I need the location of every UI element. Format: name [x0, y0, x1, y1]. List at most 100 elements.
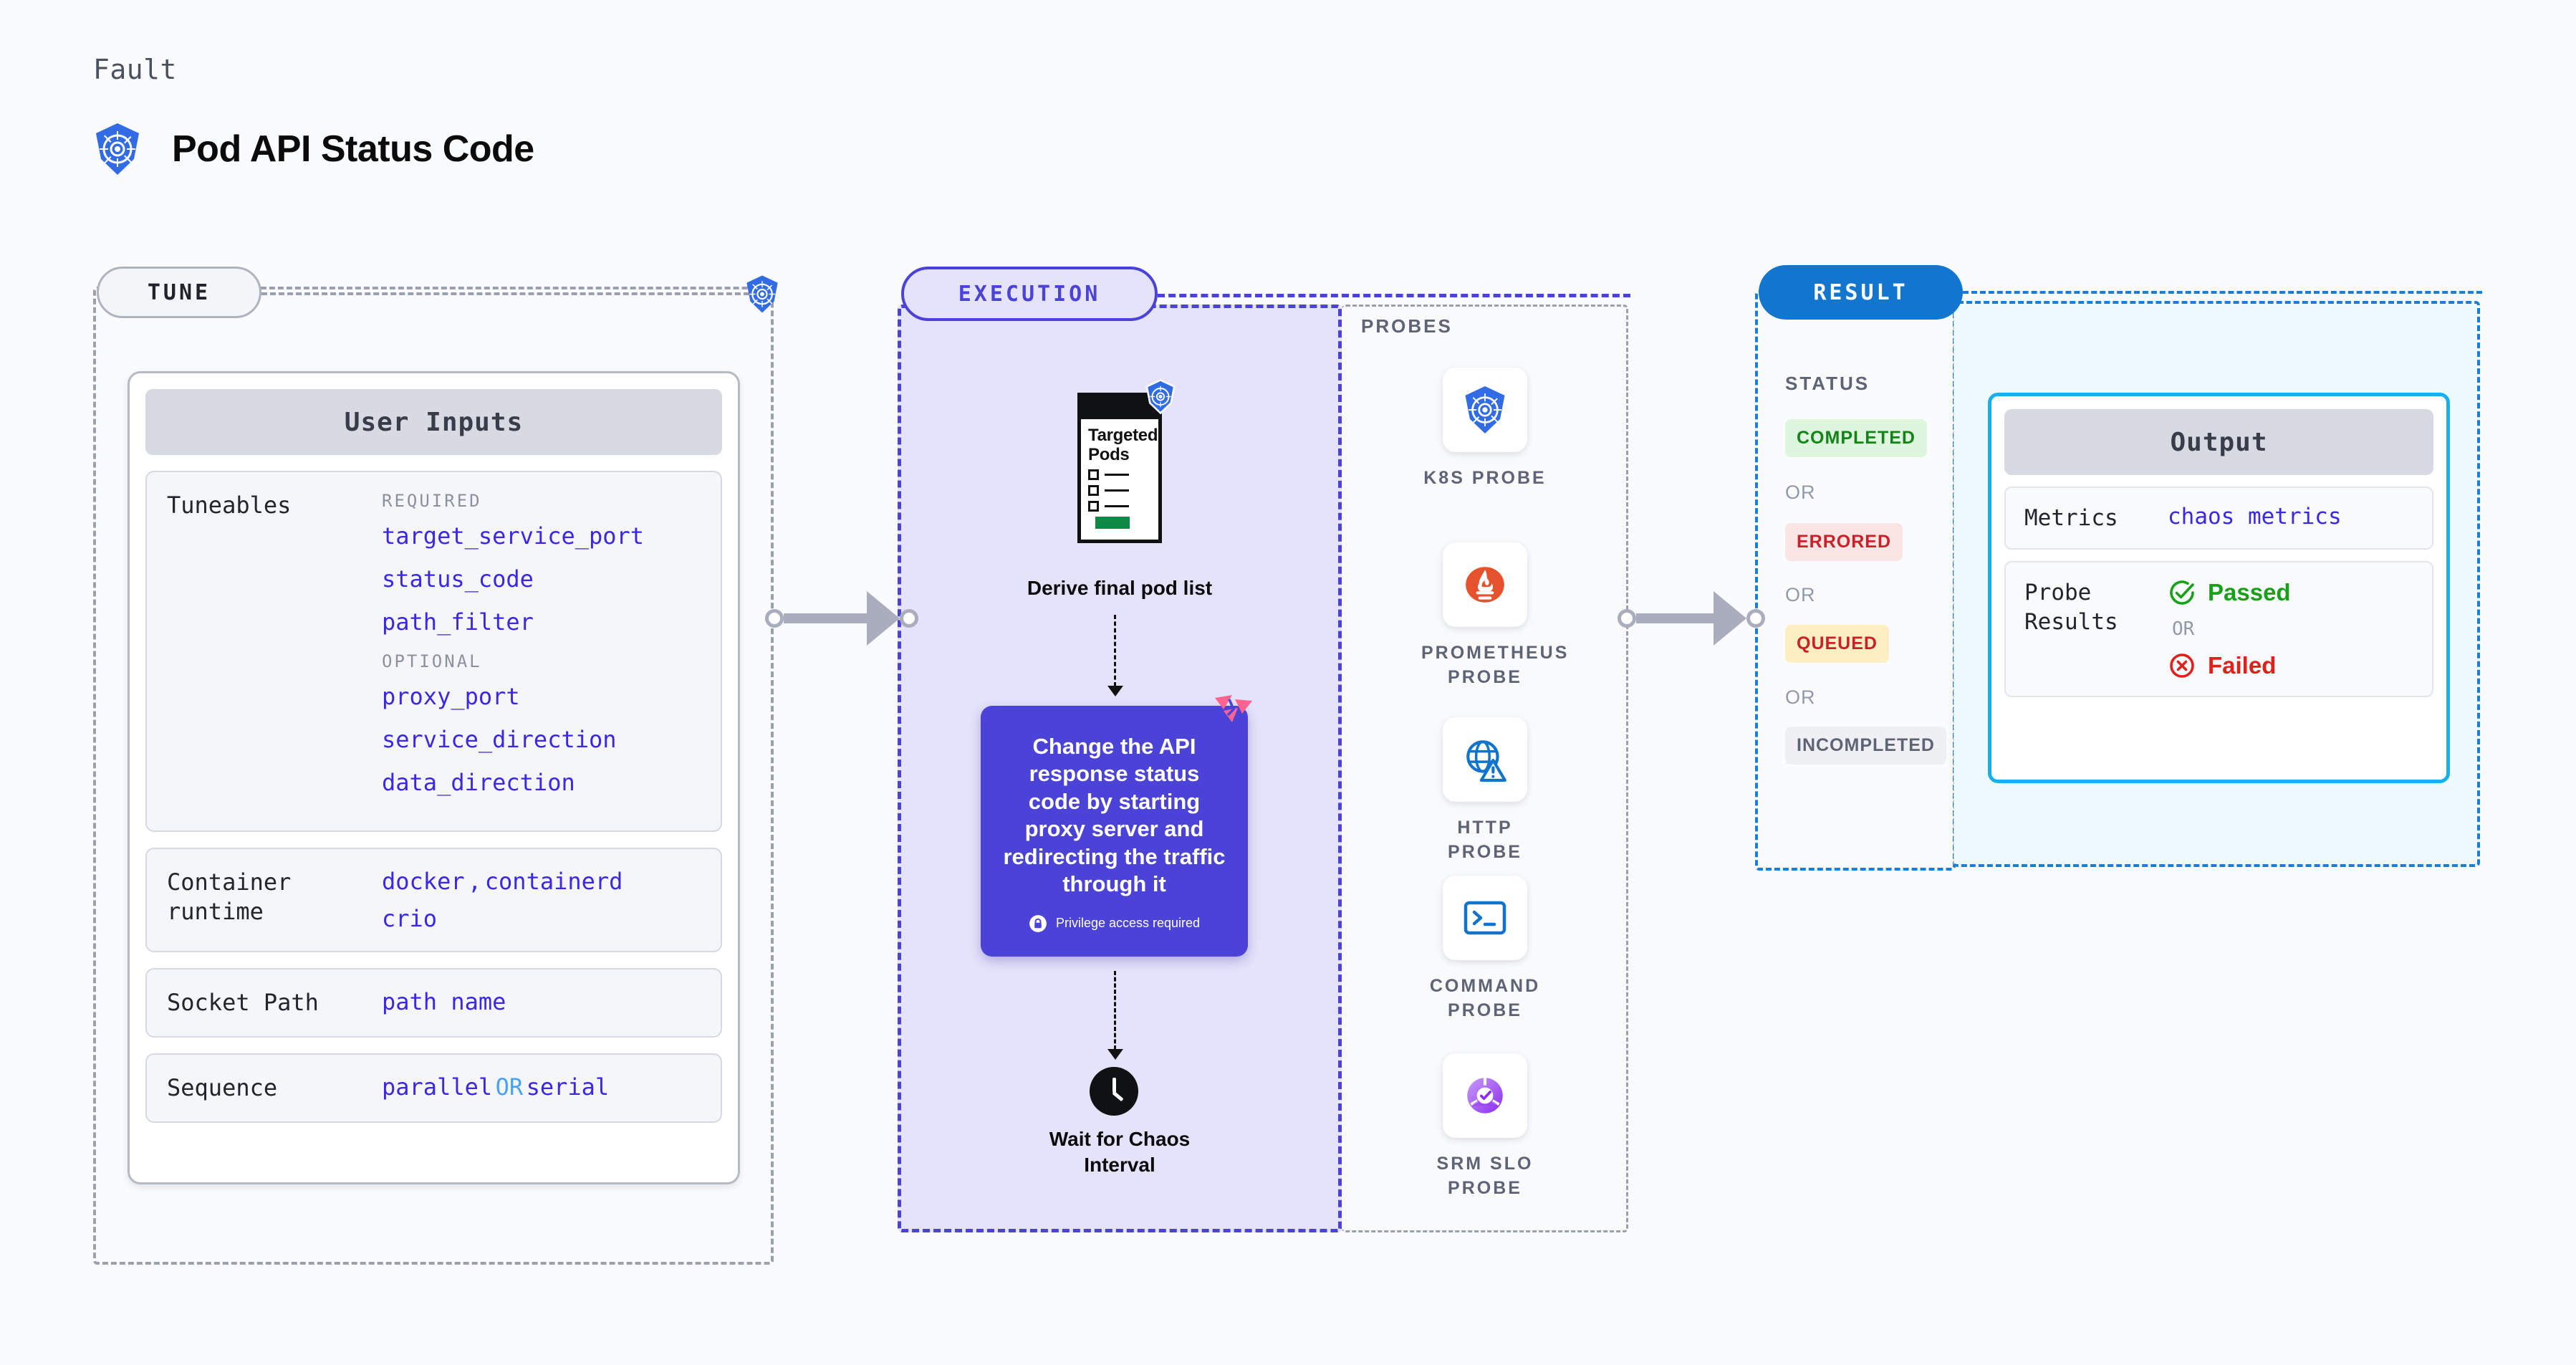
execution-to-result-arrow [1618, 591, 1765, 646]
connector-arrowhead [867, 591, 900, 646]
srm-slo-icon [1467, 1078, 1503, 1113]
kubernetes-badge-icon [744, 274, 781, 317]
runtime-containerd[interactable]: containerd [484, 868, 623, 895]
probe-label-line1: K8S PROBE [1423, 468, 1547, 488]
probe-tile [1443, 542, 1527, 627]
targeted-pods-document: Targeted Pods [1077, 393, 1162, 543]
tune-pill[interactable]: TUNE [97, 267, 261, 318]
connector-arrowhead [1714, 591, 1746, 646]
tuneables-row: Tuneables REQUIRED target_service_port s… [145, 471, 722, 832]
targeted-pods-title-line1: Targeted [1088, 426, 1158, 445]
status-badge-errored: ERRORED [1785, 523, 1903, 561]
runtime-separator: , [468, 868, 482, 895]
result-zone [1755, 290, 1956, 871]
probe-results-label: Probe Results [2024, 580, 2118, 635]
required-heading: REQUIRED [382, 491, 482, 511]
probe-label-line1: PROMETHEUS [1421, 643, 1570, 663]
probe-label-line2: PROBE [1448, 1177, 1522, 1198]
probe-srm-slo[interactable]: SRM SLO PROBE [1421, 1053, 1549, 1201]
document-header-bar [1081, 396, 1158, 419]
metrics-label: Metrics [2024, 505, 2118, 531]
derive-pod-list-caption: Derive final pod list [1027, 577, 1213, 599]
status-badge-completed: COMPLETED [1785, 419, 1927, 457]
probe-tile [1443, 1053, 1527, 1138]
harness-logo-icon [1213, 694, 1254, 733]
flow-connector-line [1114, 971, 1116, 1050]
probe-label-line2: PROBE [1448, 1000, 1522, 1020]
page-title: Pod API Status Code [172, 128, 534, 170]
or-separator: OR [1785, 584, 1816, 605]
flow-arrowhead [1107, 686, 1123, 696]
connector-end-dot [900, 609, 918, 628]
page-title-row: Pod API Status Code [92, 122, 534, 176]
tuneable-data-direction[interactable]: data_direction [382, 769, 575, 796]
action-card: Change the API response status code by s… [981, 706, 1248, 957]
or-separator: OR [2172, 618, 2195, 641]
sequence-serial[interactable]: serial [526, 1073, 610, 1101]
tune-leader-line [261, 292, 775, 295]
line-placeholder [1105, 473, 1129, 476]
tuneable-target-service-port[interactable]: target_service_port [382, 522, 645, 550]
privilege-note-label: Privilege access required [1055, 916, 1201, 931]
metrics-row: Metrics chaos metrics [2004, 487, 2433, 550]
kubernetes-icon [92, 122, 143, 176]
tune-to-execution-arrow [765, 591, 918, 646]
clock-icon [1090, 1067, 1138, 1116]
fault-eyebrow: Fault [93, 54, 177, 85]
result-leader-line [1963, 291, 2482, 294]
execution-pill[interactable]: EXECUTION [901, 267, 1158, 321]
probe-label-line1: SRM SLO [1436, 1154, 1534, 1174]
tuneable-path-filter[interactable]: path_filter [382, 608, 534, 636]
user-inputs-card: User Inputs Tuneables REQUIRED target_se… [128, 371, 740, 1184]
probe-prometheus[interactable]: PROMETHEUS PROBE [1421, 542, 1570, 690]
probe-k8s[interactable]: K8S PROBE [1421, 368, 1549, 491]
probe-label-line1: COMMAND [1429, 976, 1541, 996]
probe-label-line1: HTTP PROBE [1448, 818, 1522, 862]
result-pill[interactable]: RESULT [1759, 265, 1963, 320]
list-item [1088, 469, 1158, 480]
socket-path-label: Socket Path [167, 989, 319, 1016]
probe-http[interactable]: HTTP PROBE [1421, 717, 1549, 865]
sequence-or: OR [495, 1073, 524, 1101]
runtime-crio[interactable]: crio [382, 905, 438, 932]
list-item [1088, 484, 1158, 496]
user-inputs-title: User Inputs [145, 389, 722, 455]
targeted-pods-checklist [1081, 465, 1158, 529]
tuneable-service-direction[interactable]: service_direction [382, 726, 617, 753]
line-placeholder [1105, 504, 1129, 507]
or-separator: OR [1785, 482, 1816, 503]
metrics-value[interactable]: chaos metrics [2168, 504, 2342, 530]
probe-command[interactable]: COMMAND PROBE [1421, 876, 1549, 1023]
or-separator: OR [1785, 686, 1816, 708]
wait-chaos-interval-caption: Wait for Chaos Interval [898, 1126, 1342, 1179]
action-description: Change the API response status code by s… [1003, 734, 1226, 897]
output-card: Output Metrics chaos metrics Probe Resul… [1988, 393, 2450, 783]
sequence-parallel[interactable]: parallel [382, 1073, 493, 1101]
status-badge-incompleted: INCOMPLETED [1785, 727, 1946, 765]
socket-path-value[interactable]: path name [382, 988, 506, 1015]
probe-tile [1443, 368, 1527, 452]
checkbox-icon [1088, 469, 1099, 480]
checkbox-icon [1088, 484, 1099, 496]
connector-bar [1636, 613, 1715, 623]
probe-results-row: Probe Results Passed OR Failed [2004, 561, 2433, 698]
execution-leader-line [1158, 294, 1630, 297]
checkbox-icon [1088, 500, 1099, 512]
container-runtime-label: Container runtime [167, 868, 292, 925]
probe-tile [1443, 876, 1527, 960]
x-circle-icon [2170, 653, 2194, 679]
list-item [1088, 500, 1158, 512]
wait-caption-line2: Interval [1084, 1154, 1155, 1177]
optional-heading: OPTIONAL [382, 651, 482, 671]
probe-tile [1443, 717, 1527, 802]
probes-section-title: PROBES [1361, 315, 1453, 337]
connector-end-dot [1746, 609, 1765, 628]
tuneable-status-code[interactable]: status_code [382, 565, 534, 593]
connector-bar [784, 613, 868, 623]
runtime-docker[interactable]: docker [382, 868, 465, 895]
tuneable-proxy-port[interactable]: proxy_port [382, 683, 520, 710]
status-badge-queued: QUEUED [1785, 625, 1889, 663]
connector-start-dot [1618, 609, 1636, 628]
http-globe-warning-icon [1466, 740, 1506, 782]
